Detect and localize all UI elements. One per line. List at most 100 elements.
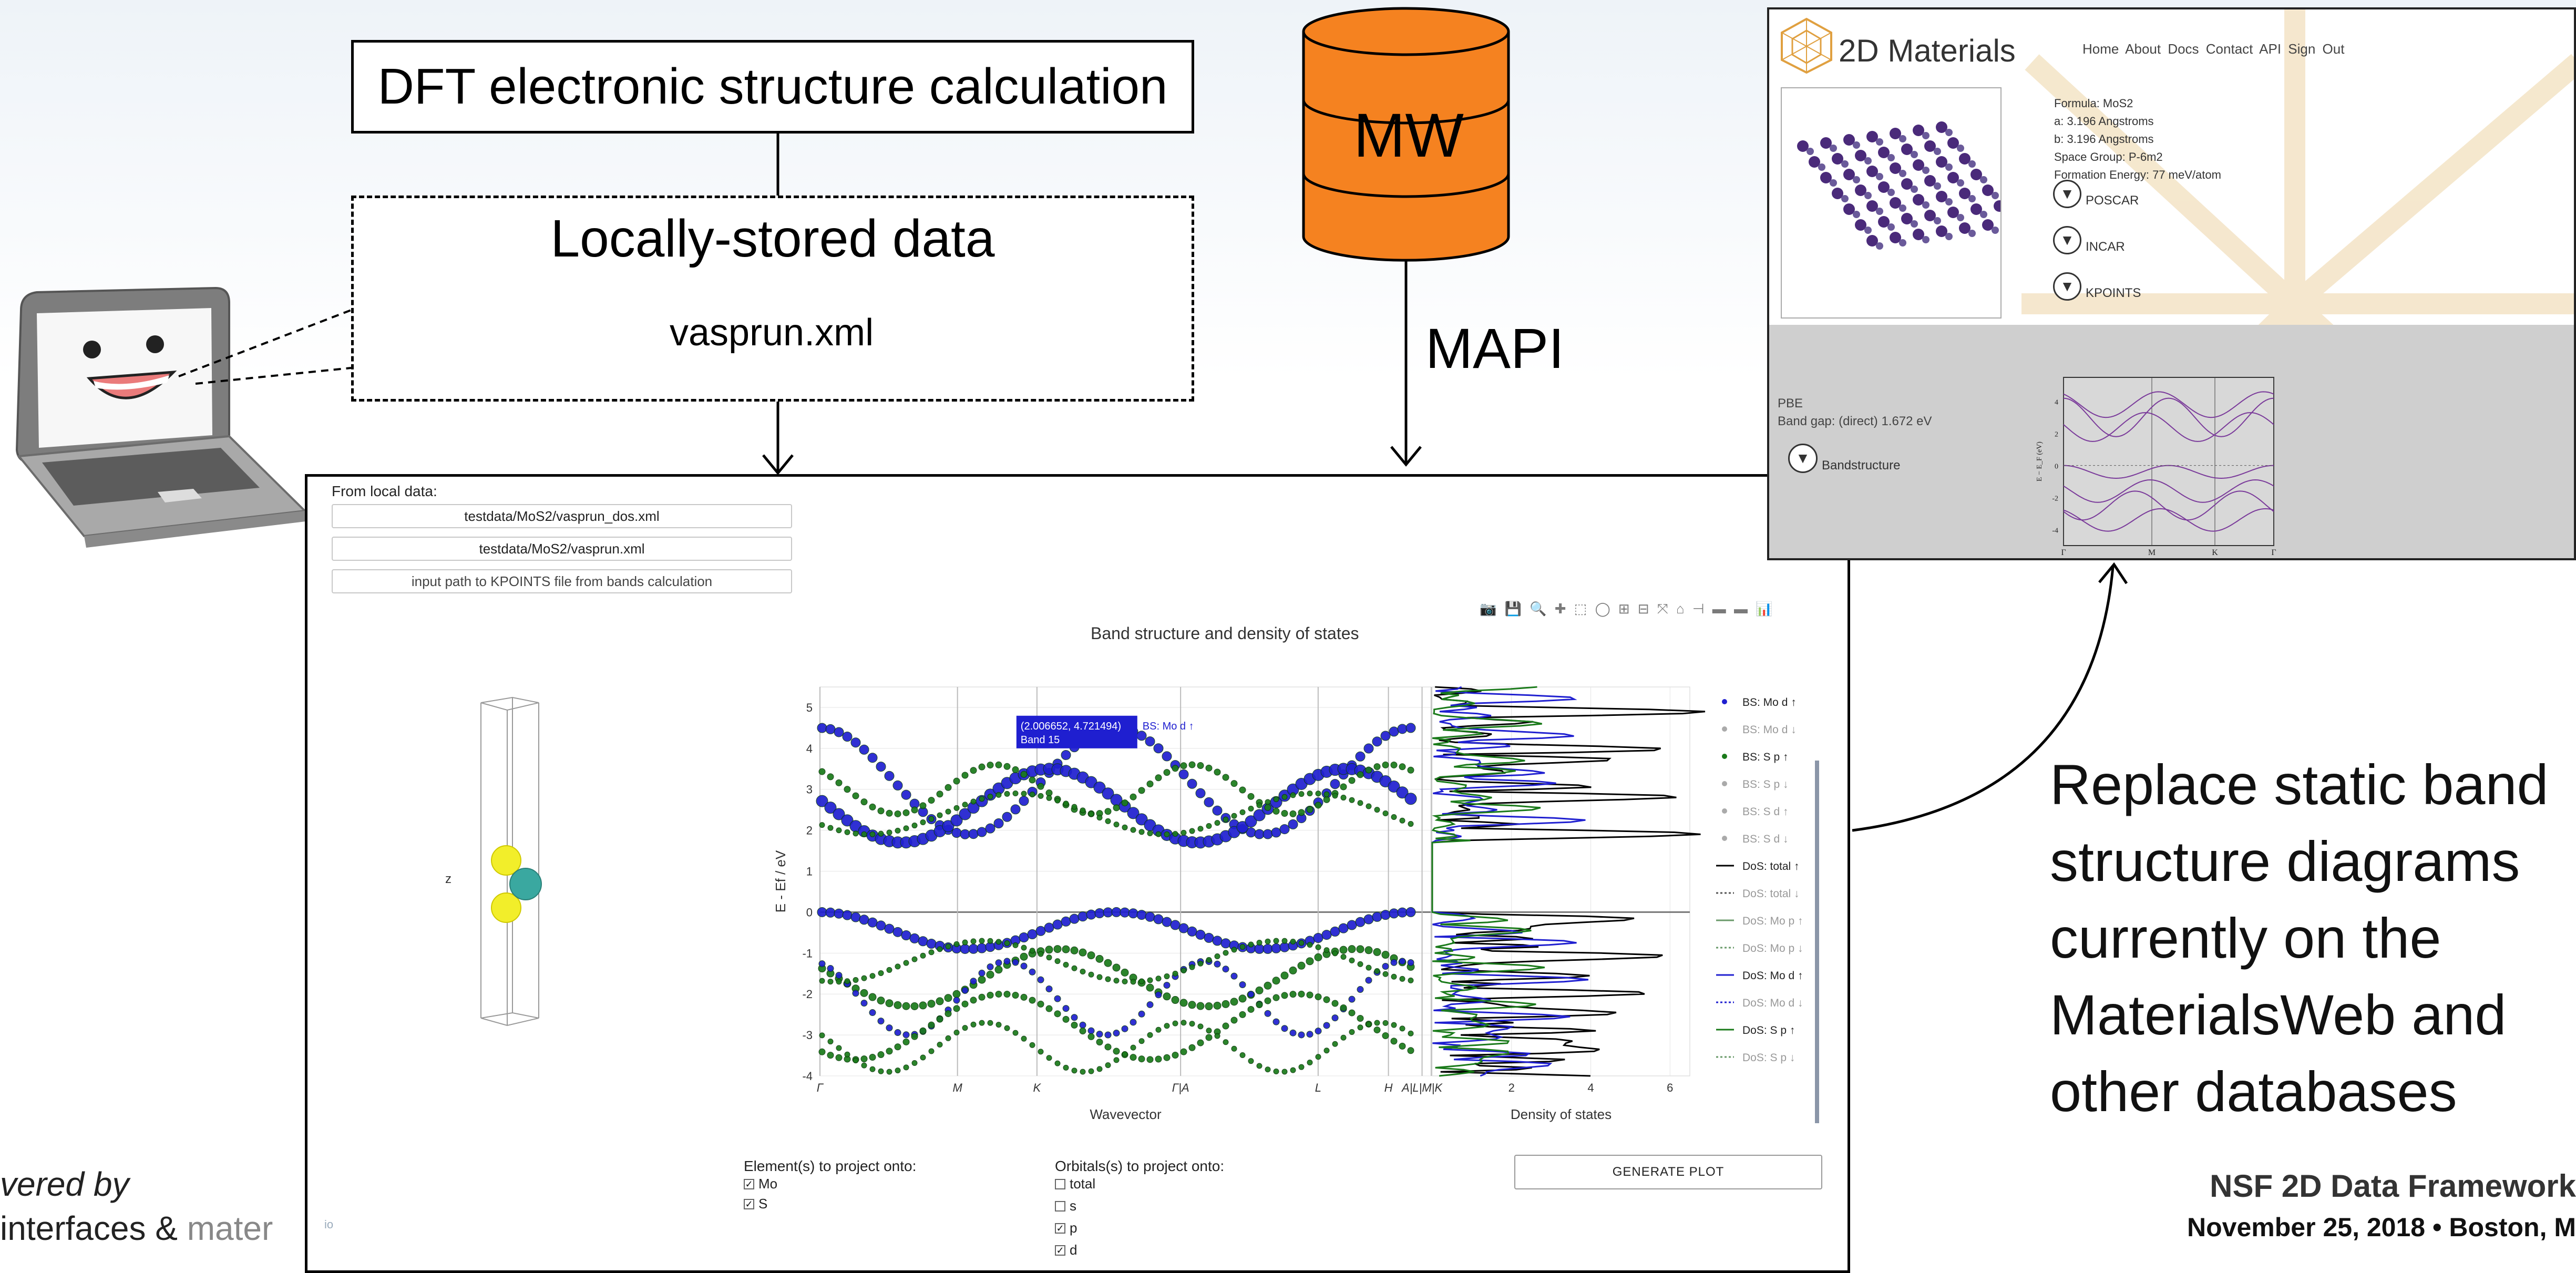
orbital-checkbox-total[interactable]: total xyxy=(1055,1176,1095,1192)
band-point xyxy=(1038,1049,1044,1055)
inset-atom xyxy=(1945,129,1953,136)
band-point xyxy=(1357,1024,1363,1031)
orbital-checkbox-s[interactable]: s xyxy=(1055,1198,1076,1214)
band-point xyxy=(869,1009,876,1017)
band-point xyxy=(1332,793,1338,799)
band-point xyxy=(894,1001,902,1009)
band-point xyxy=(1356,945,1364,953)
kpoints-button[interactable]: ▼KPOINTS xyxy=(2053,272,2141,301)
orbital-checkbox-p[interactable]: ✓p xyxy=(1055,1220,1077,1236)
band-point xyxy=(1340,783,1347,791)
band-point xyxy=(993,818,1004,829)
bands-path-input[interactable]: testdata/MoS2/vasprun.xml xyxy=(332,537,792,561)
band-point xyxy=(979,938,985,944)
band-point xyxy=(1019,932,1029,942)
plot-modebar[interactable]: 📷 💾 🔍 ✚ ⬚ ◯ ⊞ ⊟ ⤧ ⌂ ⊣ ▬ ▬ 📊 xyxy=(1480,601,1775,617)
band-point xyxy=(1323,1048,1330,1054)
band-point xyxy=(1063,1064,1069,1071)
band-point xyxy=(1374,968,1380,974)
hover-tooltip-coords: (2.006652, 4.721494) xyxy=(1021,721,1121,732)
band-point xyxy=(950,814,963,827)
band-point xyxy=(850,737,861,748)
band-point xyxy=(986,970,994,979)
checkbox-icon[interactable]: ✓ xyxy=(1055,1223,1065,1234)
band-point xyxy=(937,1042,943,1048)
bandstructure-button[interactable]: ▼Bandstructure xyxy=(1788,444,1900,473)
inset-atom xyxy=(1947,172,1959,183)
inset-atom xyxy=(1899,204,1906,212)
band-plot-area xyxy=(819,686,1432,1076)
site-title[interactable]: 2D Materials xyxy=(1839,33,2016,68)
band-point xyxy=(1105,818,1111,824)
band-point xyxy=(1408,977,1414,983)
band-point xyxy=(1331,1000,1339,1007)
band-point xyxy=(1105,1062,1111,1069)
band-point xyxy=(1347,920,1357,930)
structure-fact: Formula: MoS2 xyxy=(2054,97,2133,110)
inset-atom xyxy=(1807,148,1814,155)
site-logo-icon[interactable] xyxy=(1778,17,1835,75)
band-point xyxy=(1012,766,1019,773)
band-point xyxy=(960,943,970,954)
band-point xyxy=(1010,804,1021,815)
footer-date: November 25, 2018 • Boston, M xyxy=(2187,1213,2576,1242)
band-point xyxy=(1197,1039,1204,1046)
inset-atom xyxy=(1980,211,1987,218)
band-ytick-label: 2 xyxy=(806,824,813,837)
band-point xyxy=(945,943,951,950)
checkbox-icon[interactable]: ✓ xyxy=(744,1178,754,1189)
inset-atom xyxy=(1809,156,1820,168)
band-point xyxy=(1289,1029,1297,1036)
band-point xyxy=(860,989,868,997)
inset-structure-view[interactable] xyxy=(1781,87,2022,319)
band-point xyxy=(1315,1054,1321,1060)
band-point xyxy=(1223,950,1229,956)
replace-caption: Replace static band structure diagrams c… xyxy=(2050,753,2549,1123)
inset-atom xyxy=(1968,160,1976,168)
band-point xyxy=(1330,779,1340,789)
checkbox-icon[interactable] xyxy=(1055,1200,1065,1212)
band-point xyxy=(1289,966,1297,974)
band-point xyxy=(919,1001,927,1010)
inset-atom xyxy=(1887,154,1895,161)
band-point xyxy=(1044,922,1054,933)
dos-path-input[interactable]: testdata/MoS2/vasprun_dos.xml xyxy=(332,504,792,528)
band-point xyxy=(1197,960,1204,967)
band-point xyxy=(844,786,851,793)
hover-tooltip-band: Band 15 xyxy=(1021,734,1060,746)
band-point xyxy=(1205,1034,1213,1041)
poscar-button[interactable]: ▼POSCAR xyxy=(2053,180,2139,208)
band-xtick-label: M xyxy=(953,1081,963,1094)
band-point xyxy=(1366,803,1372,809)
band-point xyxy=(877,807,885,815)
inset-band-line xyxy=(2063,479,2274,503)
band-point xyxy=(1230,780,1238,787)
site-nav[interactable]: Home About Docs Contact API Sign Out xyxy=(2082,41,2345,57)
checkbox-icon[interactable]: ✓ xyxy=(1055,1245,1065,1256)
legend-item: BS: S p ↓ xyxy=(1722,778,1789,791)
checkbox-icon[interactable] xyxy=(1055,1178,1065,1189)
incar-button[interactable]: ▼INCAR xyxy=(2053,226,2125,254)
band-point xyxy=(995,939,1002,945)
generate-plot-button[interactable]: GENERATE PLOT xyxy=(1514,1155,1822,1189)
inset-atom xyxy=(1934,182,1941,190)
kpoints-path-input[interactable]: input path to KPOINTS file from bands ca… xyxy=(332,569,792,593)
band-point xyxy=(978,993,986,1001)
band-point xyxy=(1281,1069,1288,1075)
band-point xyxy=(1382,963,1389,970)
band-point xyxy=(1340,1034,1347,1041)
band-point xyxy=(861,1062,867,1069)
checkbox-icon[interactable]: ✓ xyxy=(744,1198,754,1209)
orbital-checkbox-d[interactable]: ✓d xyxy=(1055,1242,1077,1258)
legend-label: BS: S d ↑ xyxy=(1742,806,1789,818)
powered-by-text: vered by xyxy=(0,1165,129,1203)
band-point xyxy=(1130,979,1136,985)
inset-xlabel: Wave Vector xyxy=(2150,558,2188,560)
element-checkbox-mo[interactable]: ✓Mo xyxy=(744,1176,777,1192)
crystal-structure-view[interactable] xyxy=(460,687,565,1034)
band-ytick-label: -1 xyxy=(802,947,813,960)
band-point xyxy=(1399,763,1406,771)
legend-item: DoS: Mo d ↓ xyxy=(1716,997,1803,1009)
element-checkbox-s[interactable]: ✓S xyxy=(744,1196,767,1212)
